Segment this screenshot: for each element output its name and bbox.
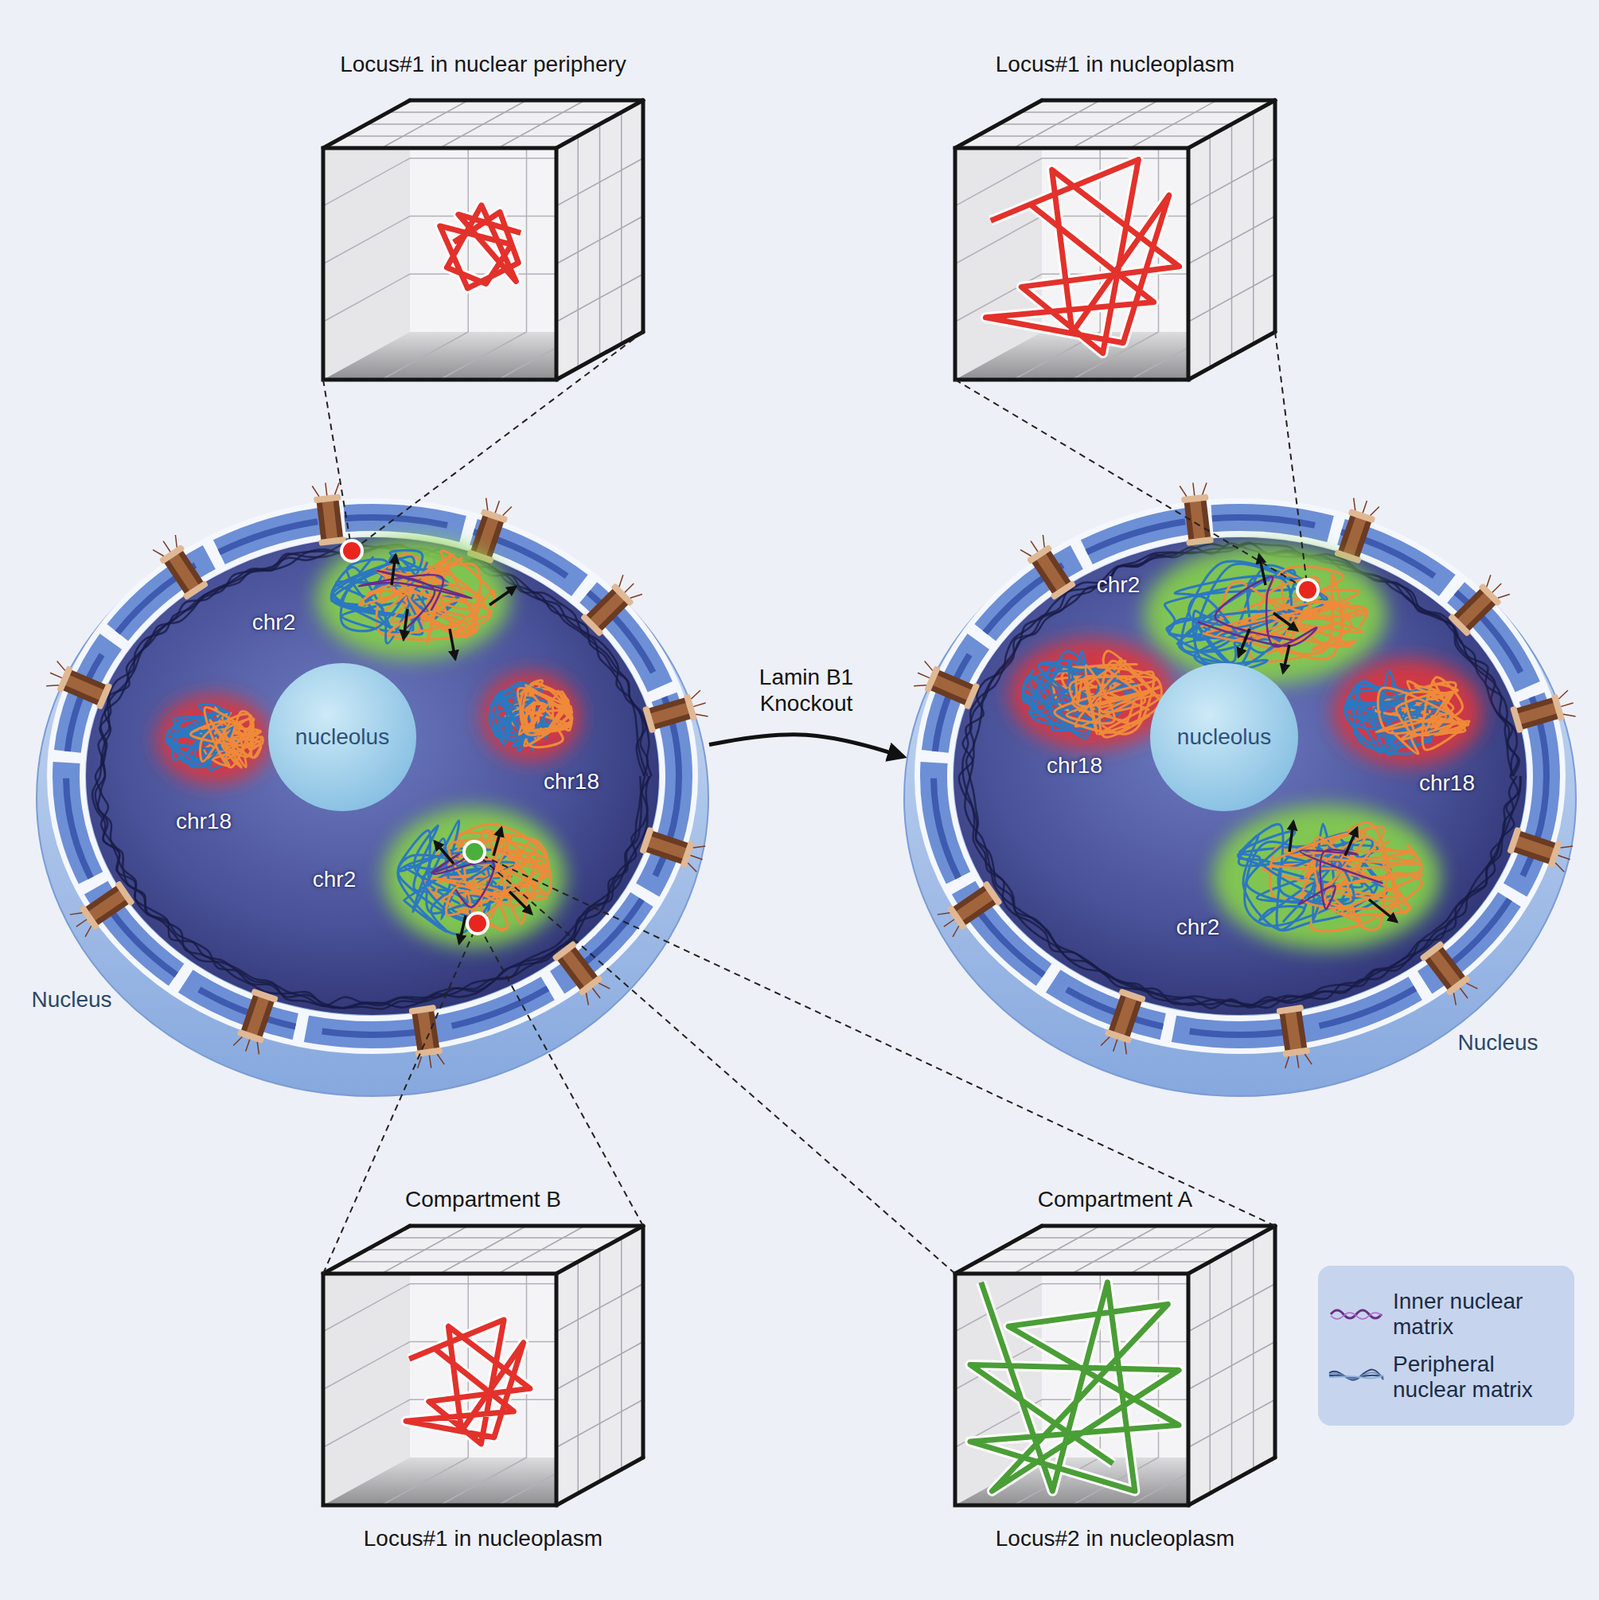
edge-label: Lamin B1 Knockout <box>746 663 866 718</box>
leader-line <box>955 379 1298 584</box>
chromosome-label: chr2 <box>1070 571 1167 599</box>
text-slot: Compartment A <box>923 1185 1307 1213</box>
chromosome-label: chr2 <box>226 608 322 636</box>
nucleolus-label: nucleolus <box>295 723 390 751</box>
cube-heading: Locus#1 in nucleoplasm <box>923 50 1307 78</box>
polymer-cube: Compartment A Locus#2 in nucleoplasm <box>923 1173 1307 1564</box>
nucleolus-outline <box>268 663 417 812</box>
polymer-cube: Locus#1 in nuclear periphery <box>291 47 675 396</box>
label-slot: chr2 <box>286 865 383 894</box>
text-slot: Locus#1 in nuclear periphery <box>291 50 675 78</box>
nucleus-drawing <box>36 480 710 1096</box>
label-slot: chr2 <box>226 608 322 636</box>
text-slot: Locus#1 in nucleoplasm <box>291 1524 675 1553</box>
nucleolus-label: nucleolus <box>1177 723 1272 751</box>
cube-drawing <box>955 100 1276 380</box>
chromosome-label: chr18 <box>156 807 252 835</box>
cube-heading: Compartment A <box>923 1185 1307 1213</box>
leader-line <box>323 379 351 539</box>
legend-sample <box>1324 1300 1389 1328</box>
leader-line <box>323 934 473 1274</box>
nucleolus-body: nucleolus <box>266 661 418 813</box>
label-slot: chr18 <box>1026 752 1123 780</box>
text-slot: Compartment B <box>291 1185 675 1213</box>
cell-nucleus: Nucleus nucleolus <box>903 499 1577 1097</box>
label-slot: chr18 <box>1399 769 1495 797</box>
text-slot: nucleolus <box>266 661 418 813</box>
text-slot: Nucleus <box>23 986 120 1014</box>
node-outline <box>923 47 1307 396</box>
cube-heading: Locus#1 in nuclear periphery <box>291 50 675 78</box>
node-outline <box>923 1173 1307 1564</box>
edge-label-slot: Lamin B1 Knockout <box>746 663 866 718</box>
cube-drawing <box>955 1225 1276 1506</box>
chromosome-label: chr2 <box>286 865 383 894</box>
knockout-arrow <box>709 734 904 757</box>
chromosome-label: chr18 <box>1026 752 1123 780</box>
cube-drawing <box>323 100 644 380</box>
nucleus-label: Nucleus <box>1450 1029 1546 1057</box>
chromosome-label: chr18 <box>1399 769 1495 797</box>
text-slot: Nucleus <box>1450 1029 1546 1057</box>
cube-heading: Locus#2 in nucleoplasm <box>923 1524 1307 1553</box>
label-slot: chr18 <box>156 807 252 835</box>
cube-drawing <box>323 1225 644 1506</box>
label-slot: chr2 <box>1070 571 1167 599</box>
node-outline <box>291 1173 675 1564</box>
legend-row: Peripheral nuclear matrix <box>1324 1351 1568 1403</box>
chromosome-label: chr2 <box>1150 913 1246 941</box>
text-slot: nucleolus <box>1148 661 1300 813</box>
nucleus-drawing <box>904 480 1577 1096</box>
cube-heading: Locus#1 in nucleoplasm <box>291 1524 675 1553</box>
chromosome-label: chr18 <box>523 768 620 796</box>
leader-line <box>1275 331 1307 578</box>
label-slot: chr2 <box>1150 913 1246 941</box>
text-slot: Locus#1 in nucleoplasm <box>923 50 1307 78</box>
cell-nucleus: Nucleusnucleolus <box>35 499 710 1097</box>
polymer-cube: Compartment B Locus#1 in nucleoplasm <box>291 1173 675 1564</box>
nucleolus-outline <box>1150 663 1299 812</box>
leader-line <box>483 933 644 1226</box>
node-outline <box>291 47 675 396</box>
legend-text: Inner nuclear matrix <box>1392 1288 1567 1340</box>
label-slot: chr18 <box>523 768 620 796</box>
legend-row: Inner nuclear matrix <box>1324 1288 1568 1340</box>
leader-line <box>361 331 644 544</box>
polymer-cube: Locus#1 in nucleoplasm <box>923 47 1307 396</box>
nucleolus-body: nucleolus <box>1148 661 1300 813</box>
text-slot: Locus#2 in nucleoplasm <box>923 1524 1307 1553</box>
legend-box: Inner nuclear matrixPeripheral nuclear m… <box>1318 1265 1575 1426</box>
leader-line <box>483 859 956 1274</box>
legend-sample <box>1324 1363 1389 1391</box>
legend-text: Peripheral nuclear matrix <box>1392 1351 1567 1403</box>
cube-heading: Compartment B <box>291 1185 675 1213</box>
nucleus-label: Nucleus <box>23 986 120 1014</box>
leader-line <box>485 856 1276 1226</box>
